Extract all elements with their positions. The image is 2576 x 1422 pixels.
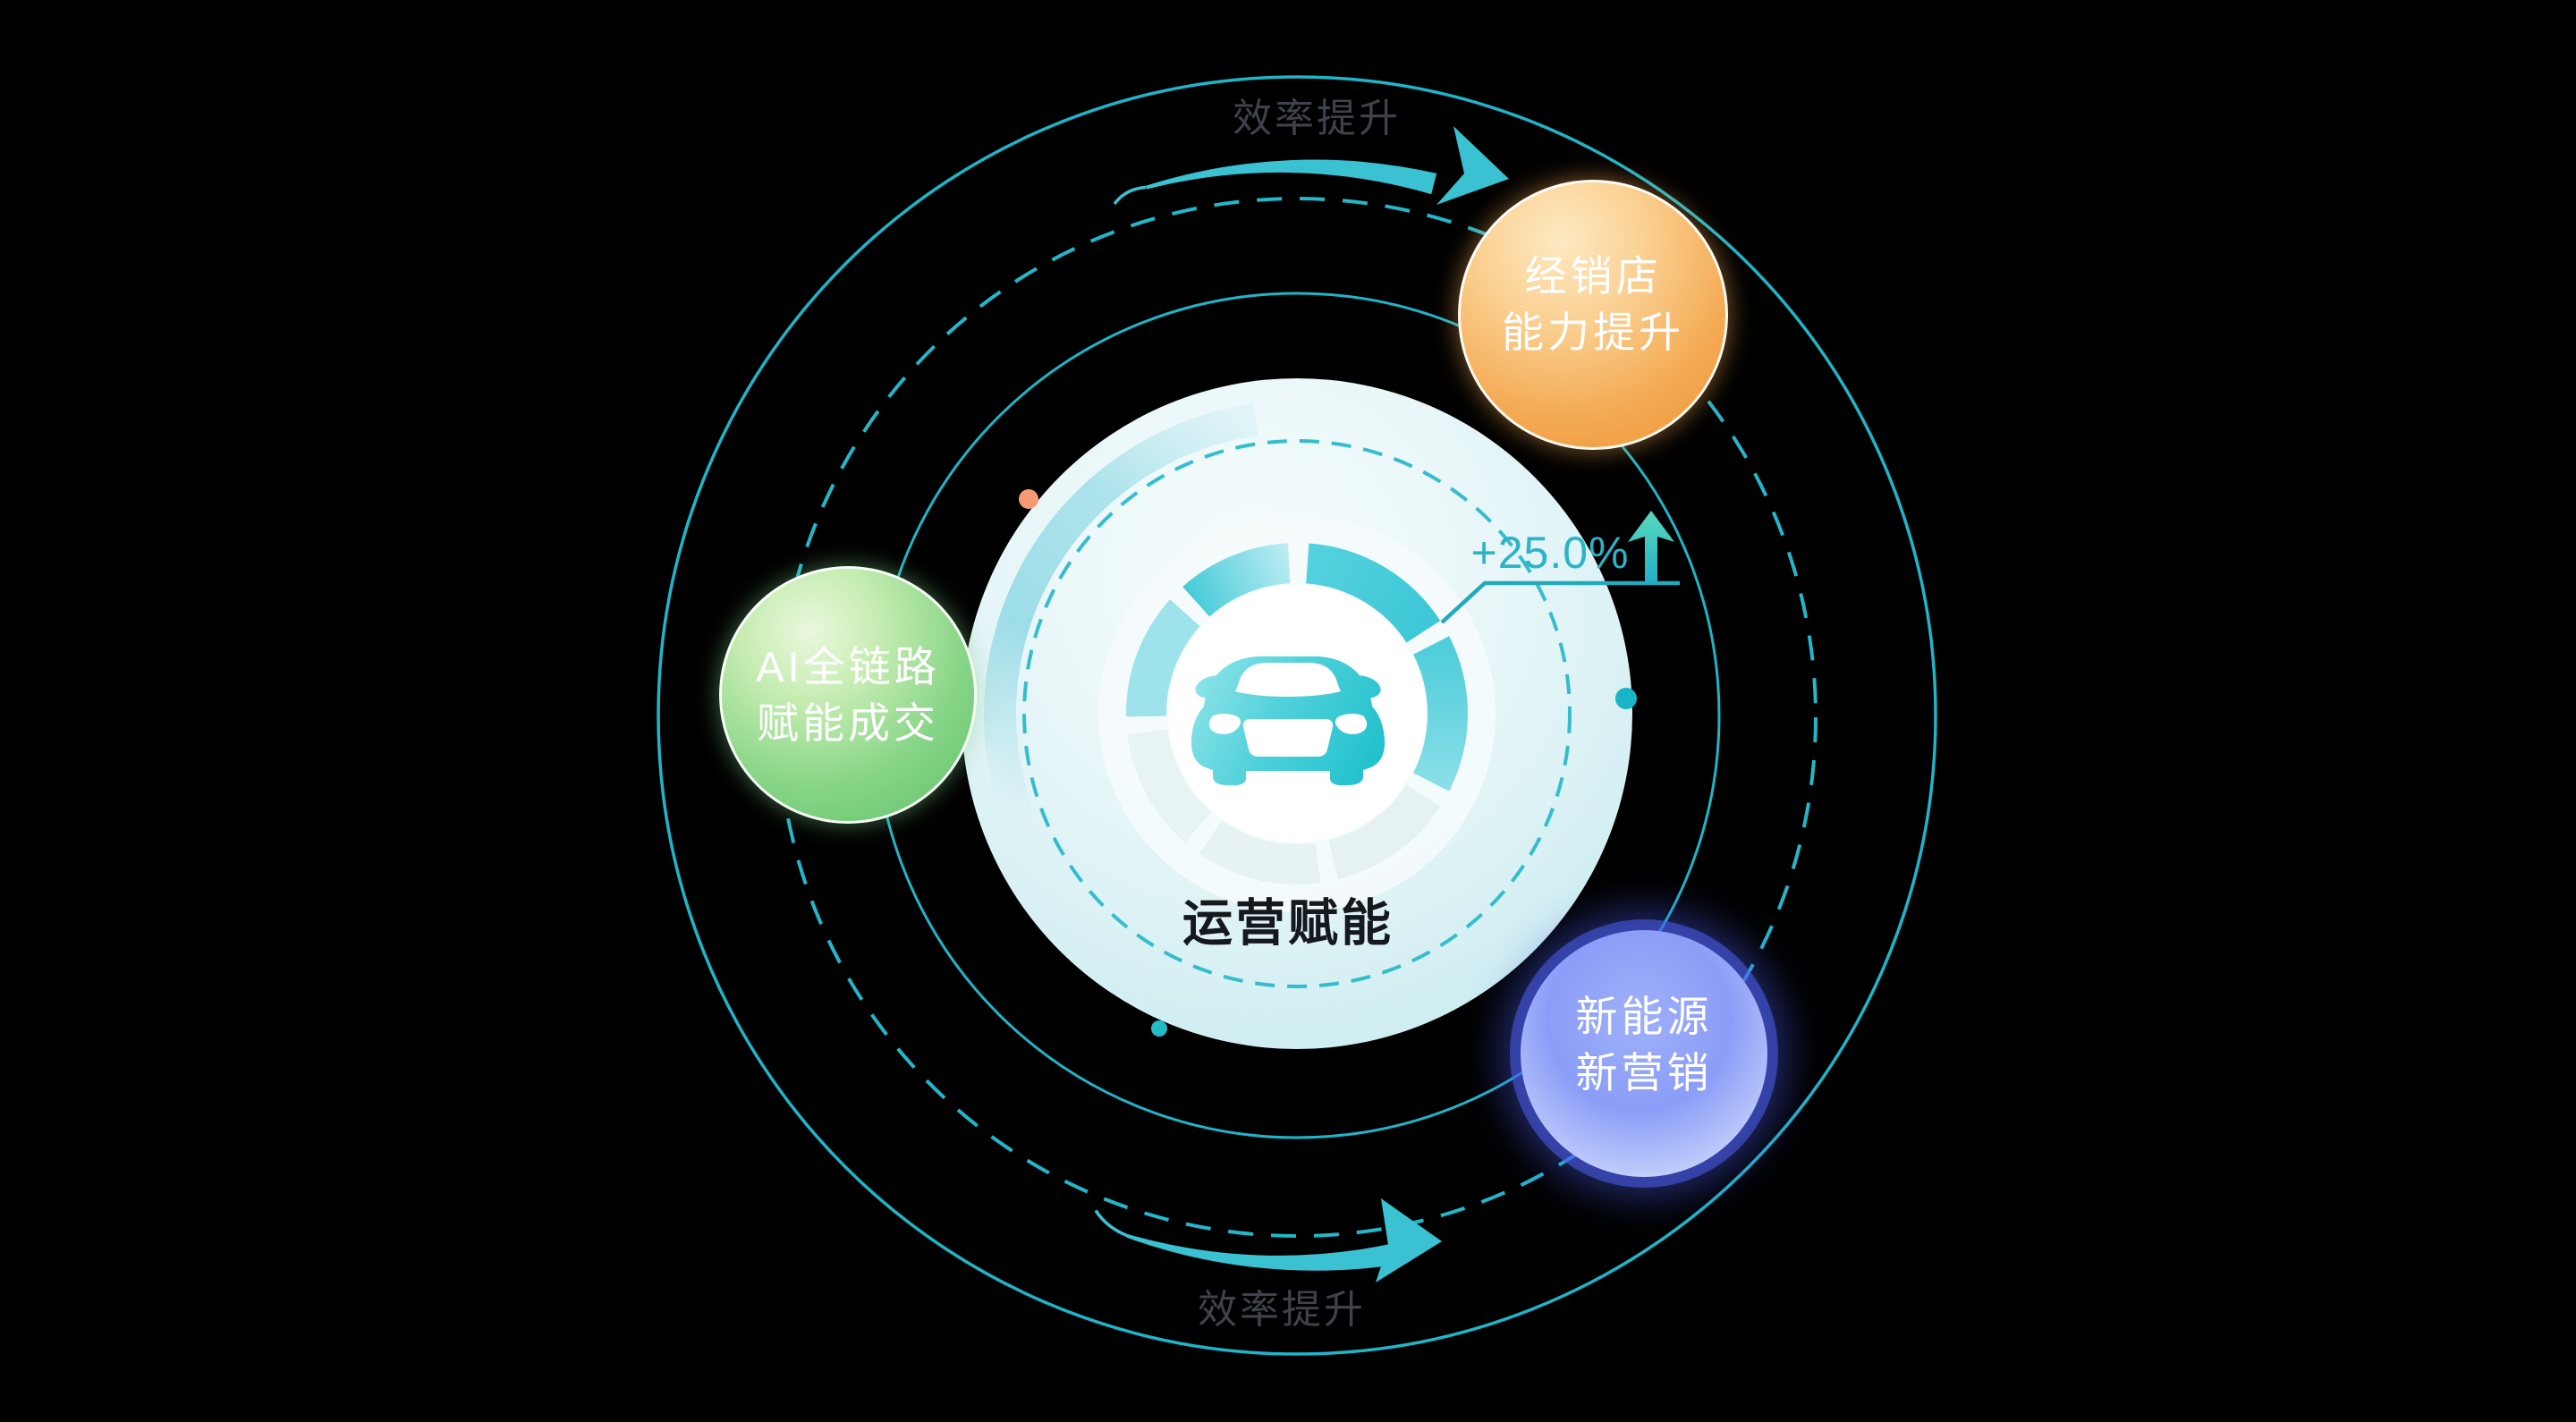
metric-leader-line — [1440, 580, 1680, 624]
car-front-icon — [1191, 656, 1385, 785]
hub-rim-band — [984, 403, 1258, 821]
hub-title: 运营赋能 — [1182, 894, 1394, 952]
flow-arrow-bottom-icon — [1094, 1198, 1442, 1282]
flow-arrow-top-icon — [1113, 126, 1509, 206]
bubble-nev-line1: 新能源 — [1575, 993, 1713, 1040]
orbit-dot-teal-bottom — [1151, 1020, 1167, 1037]
flow-label-bottom: 效率提升 — [1198, 1288, 1366, 1332]
flow-label-top: 效率提升 — [1233, 97, 1401, 140]
bubble-nev-marketing: 新能源 新营销 — [1521, 930, 1767, 1177]
hub-dashed-ring — [1022, 439, 1572, 988]
bubble-ai-line2: 赋能成交 — [756, 699, 939, 747]
bubble-dealer-line2: 能力提升 — [1502, 309, 1684, 356]
metric-value: +25.0% — [1470, 528, 1630, 578]
bubble-dealer-line1: 经销店 — [1524, 252, 1662, 300]
bubble-dealer-capability: 经销店 能力提升 — [1458, 180, 1728, 450]
orbit-dot-orange — [1019, 489, 1038, 509]
orbit-ring-outer — [657, 75, 1937, 1356]
up-arrow-icon — [1628, 511, 1674, 582]
orbit-dot-teal-right — [1615, 688, 1637, 709]
bubble-nev-line2: 新营销 — [1575, 1049, 1713, 1096]
bubble-ai-line1: AI全链路 — [756, 643, 940, 690]
gauge-ring — [1125, 543, 1469, 885]
bubble-ai-chain: AI全链路 赋能成交 — [719, 566, 977, 824]
orbit-ring-dashed — [776, 197, 1818, 1238]
